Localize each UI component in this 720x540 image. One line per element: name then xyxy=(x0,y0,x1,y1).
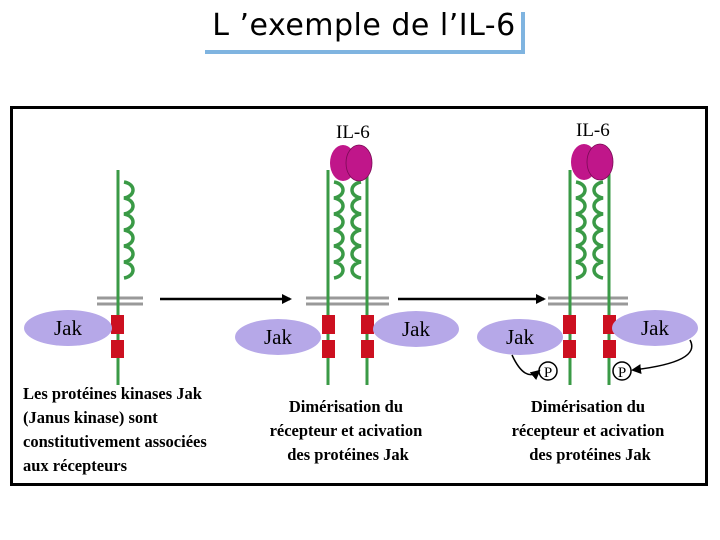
caption-middle-line: des protéines Jak xyxy=(287,445,409,464)
il6-label-1: IL-6 xyxy=(336,122,370,143)
jak-4: Jak xyxy=(477,319,563,355)
caption-middle: Dimérisation du récepteur et acivation d… xyxy=(270,397,427,464)
red-box xyxy=(603,340,616,358)
phosphorylation-arrow-right xyxy=(631,339,693,375)
page-title: L ’exemple de l’IL-6 xyxy=(212,8,516,43)
caption-middle-line: récepteur et acivation xyxy=(270,421,423,440)
caption-right-line: récepteur et acivation xyxy=(512,421,665,440)
title-block: L ’exemple de l’IL-6 xyxy=(205,8,525,54)
phosphate-1: P xyxy=(538,361,558,381)
caption-left-line: Les protéines kinases Jak xyxy=(23,384,203,403)
caption-middle-line: Dimérisation du xyxy=(289,397,403,416)
phosphate-label: P xyxy=(618,365,626,381)
red-box xyxy=(322,315,335,334)
jak-group: Jak Jak Jak Jak Jak xyxy=(24,310,698,355)
caption-right-line: des protéines Jak xyxy=(529,445,651,464)
phosphate-label: P xyxy=(544,365,552,381)
jak-label: Jak xyxy=(506,325,534,349)
membrane-2 xyxy=(306,296,389,306)
red-box xyxy=(563,315,576,334)
jak-label: Jak xyxy=(264,325,292,349)
phosphate-group: P P xyxy=(538,361,632,381)
membrane-3 xyxy=(548,296,628,306)
caption-left: Les protéines kinases Jak (Janus kinase)… xyxy=(23,384,211,475)
red-box xyxy=(563,340,576,358)
red-box xyxy=(361,315,374,334)
membrane-1 xyxy=(97,296,143,306)
caption-right-line: Dimérisation du xyxy=(531,397,645,416)
caption-right: Dimérisation du récepteur et acivation d… xyxy=(512,397,669,464)
caption-left-line: (Janus kinase) sont xyxy=(23,408,158,427)
caption-left-line: constitutivement associées xyxy=(23,432,207,451)
membrane-group xyxy=(97,296,628,306)
phosphorylation-arrow-left xyxy=(511,354,541,381)
red-box xyxy=(361,340,374,358)
jak-label: Jak xyxy=(641,316,669,340)
caption-left-line: aux récepteurs xyxy=(23,456,128,475)
jak-2: Jak xyxy=(235,319,321,355)
il6-ligand-1 xyxy=(330,144,373,182)
phosphate-2: P xyxy=(612,361,632,381)
jak-label: Jak xyxy=(54,316,82,340)
red-box xyxy=(111,340,124,358)
red-box-group xyxy=(111,315,616,358)
diagram-frame xyxy=(10,106,708,486)
title-accent-bar xyxy=(521,12,525,54)
red-box xyxy=(322,340,335,358)
il6-label-2: IL-6 xyxy=(576,120,610,141)
jak-1: Jak xyxy=(24,310,112,346)
red-box xyxy=(111,315,124,334)
jak-label: Jak xyxy=(402,317,430,341)
title-underline xyxy=(205,50,523,54)
jak-5: Jak xyxy=(612,310,698,346)
jak-3: Jak xyxy=(373,311,459,347)
il6-ligand-2 xyxy=(571,143,614,181)
